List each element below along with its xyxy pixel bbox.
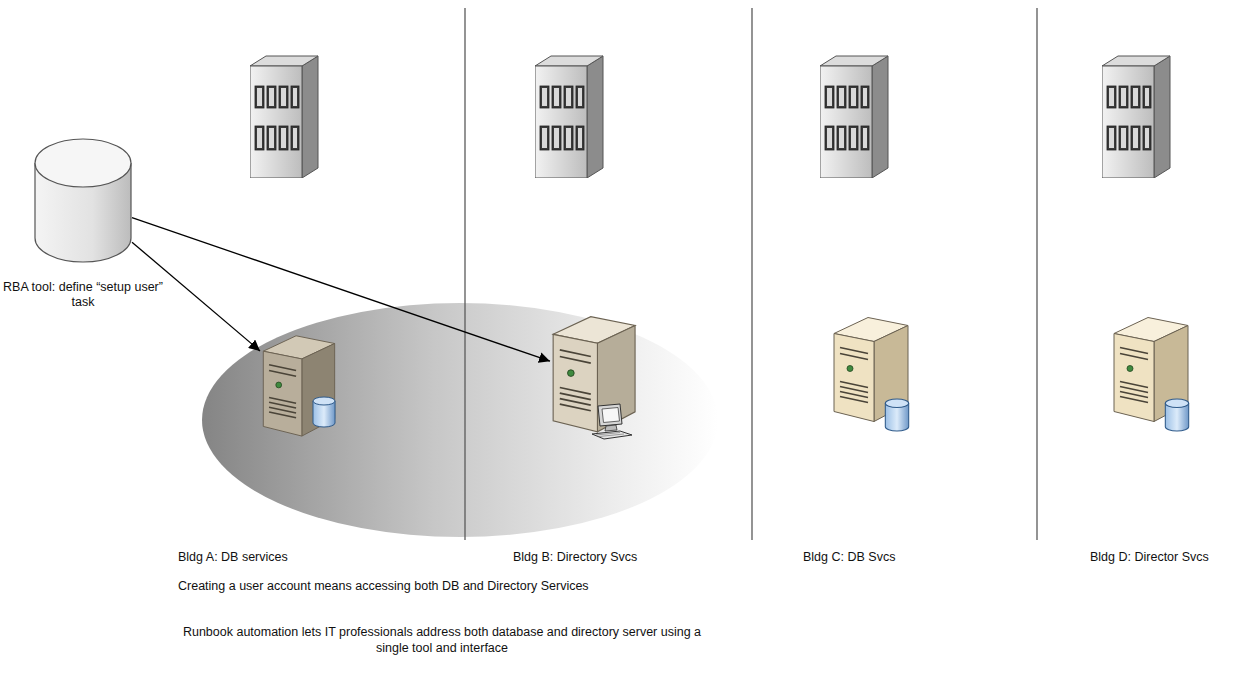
node-label: RBA tool: define “setup user” task (0, 280, 176, 310)
arrow-connector (132, 218, 550, 362)
db-server: Bldg C: DB Svcs (832, 310, 910, 430)
arrow-connector (132, 242, 260, 351)
note-text: Creating a user account means accessing … (178, 578, 778, 594)
node-label: Bldg D: Director Svcs (1090, 550, 1209, 565)
node-label: Bldg A: DB services (178, 550, 288, 565)
node-label: Bldg C: DB Svcs (803, 550, 895, 565)
db-server: Bldg A: DB services (260, 334, 338, 434)
directory-server: Bldg B: Directory Svcs (550, 315, 636, 437)
node-label: Bldg B: Directory Svcs (513, 550, 637, 565)
rba-tool-cylinder: RBA tool: define “setup user” task (35, 139, 132, 263)
note-text: Runbook automation lets IT professionals… (168, 624, 716, 656)
directory-server: Bldg D: Director Svcs (1112, 310, 1190, 430)
